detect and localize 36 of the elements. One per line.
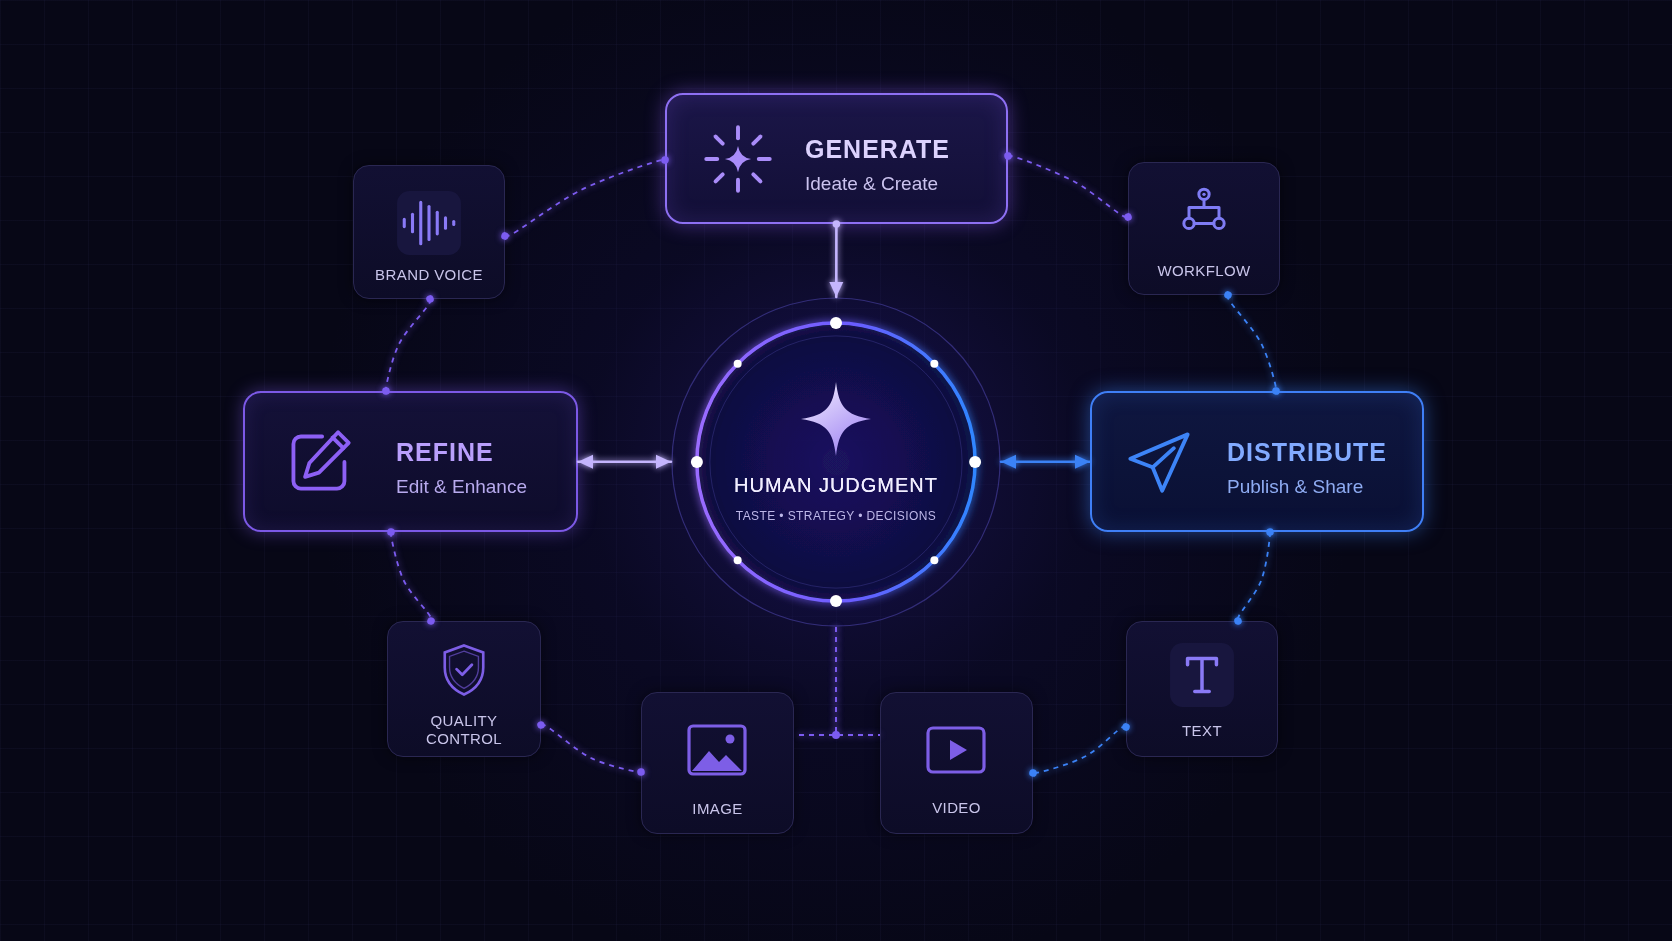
dashed-connector-line	[382, 295, 434, 395]
dashed-connector-line	[387, 528, 435, 625]
dashed-connector-line	[501, 156, 669, 240]
dashed-connector-line	[537, 721, 645, 776]
arrow	[829, 220, 844, 299]
double-arrow	[576, 454, 673, 469]
card-title: DISTRIBUTE	[1227, 436, 1387, 467]
dashed-connector-line	[1004, 152, 1132, 221]
dashed-connector-line	[1029, 723, 1130, 777]
process-card	[665, 93, 1008, 224]
card-subtitle: Ideate & Create	[805, 171, 939, 196]
tile-label: IMAGE	[692, 800, 743, 818]
feature-tile	[641, 692, 794, 834]
tile-label: QUALITY CONTROL	[424, 712, 504, 748]
card-subtitle: Edit & Enhance	[396, 474, 527, 499]
double-arrow	[999, 454, 1092, 469]
dashed-connector-line	[1224, 291, 1280, 395]
hub-circle	[671, 297, 1001, 627]
tile-label: WORKFLOW	[1157, 262, 1251, 280]
card-title: GENERATE	[805, 133, 951, 164]
tile-label: BRAND VOICE	[375, 266, 483, 284]
dashed-connector-line	[835, 626, 881, 736]
hub-subtitle: TASTE • STRATEGY • DECISIONS	[735, 509, 937, 524]
dashed-connector-line	[1234, 528, 1274, 625]
feature-tile	[387, 621, 541, 757]
hub-title: HUMAN JUDGMENT	[734, 473, 938, 497]
feature-tile	[880, 692, 1033, 834]
feature-tile	[1126, 621, 1278, 757]
feature-tile	[353, 165, 505, 299]
feature-tile	[1128, 162, 1280, 295]
process-card	[1090, 391, 1424, 532]
tile-label: TEXT	[1182, 722, 1222, 740]
card-title: REFINE	[396, 436, 494, 467]
process-card	[243, 391, 578, 532]
card-subtitle: Publish & Share	[1227, 474, 1364, 499]
tile-label: VIDEO	[932, 799, 981, 817]
